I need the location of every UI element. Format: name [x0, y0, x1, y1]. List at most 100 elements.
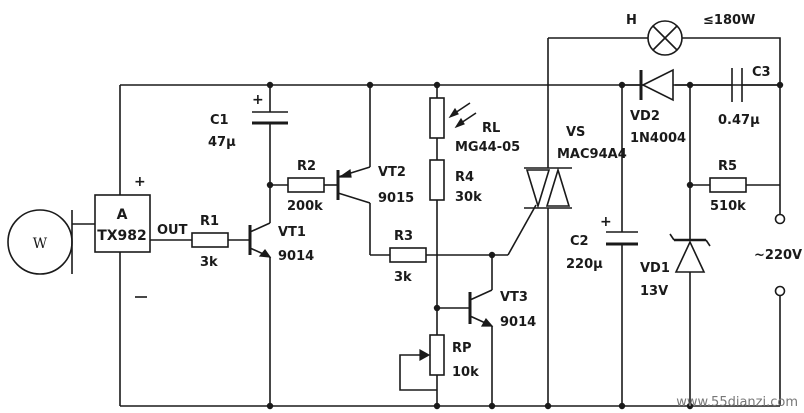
- vd2-value: 1N4004: [630, 131, 686, 146]
- r3-body: [389, 247, 427, 263]
- junction-dot: [488, 402, 496, 410]
- wiring: [72, 37, 781, 407]
- r2-label: R2: [297, 159, 316, 174]
- junction-dot: [433, 304, 441, 312]
- junction-dot: [266, 402, 274, 410]
- vt1-label: VT1: [278, 225, 306, 240]
- lamp-value: ≤180W: [703, 13, 755, 28]
- rp-value: 10k: [452, 365, 479, 380]
- rl-label: RL: [482, 121, 500, 136]
- capacitor-c1: + C1 47µ: [208, 92, 288, 150]
- junction-dot: [686, 81, 694, 89]
- vs-value: MAC94A4: [557, 147, 627, 162]
- junction-dot: [618, 81, 626, 89]
- c1-plus-label: +: [252, 92, 264, 108]
- c3-value: 0.47µ: [718, 113, 760, 128]
- vt1-emitter-arrow: [258, 249, 272, 258]
- photoresistor-rl: RL MG44-05: [429, 97, 520, 155]
- lamp-h: H ≤180W: [626, 13, 755, 56]
- microphone-w: W: [7, 209, 73, 275]
- junction-dot: [544, 402, 552, 410]
- chip-plus-label: +: [134, 174, 146, 190]
- potentiometer-rp: RP 10k: [419, 334, 479, 380]
- vt3-emitter-arrow: [480, 317, 494, 327]
- zener-vd1: VD1 13V: [640, 233, 711, 299]
- transistor-vt3: VT3 9014: [468, 289, 536, 330]
- junction-dot: [618, 402, 626, 410]
- chip-model: TX982: [97, 228, 147, 244]
- r3-value: 3k: [394, 270, 412, 285]
- rl-value: MG44-05: [455, 140, 520, 155]
- transistor-vt2: VT2 9015: [336, 165, 414, 206]
- junction-dot: [686, 402, 694, 410]
- c3-label: C3: [752, 65, 771, 80]
- r5-value: 510k: [710, 199, 746, 214]
- vs-label: VS: [566, 125, 585, 140]
- microphone-label: W: [33, 236, 48, 252]
- vt3-collector-leg: [469, 289, 493, 301]
- vt2-label: VT2: [378, 165, 406, 180]
- triac-triangle-up: [545, 167, 571, 207]
- triac-gate-wire: [507, 204, 537, 256]
- capacitor-c2: + C2 220µ: [566, 214, 638, 272]
- vd1-value: 13V: [640, 284, 668, 299]
- junction-dot: [266, 81, 274, 89]
- lamp-label: H: [626, 13, 637, 28]
- r4-label: R4: [455, 170, 474, 185]
- c1-value: 47µ: [208, 135, 236, 150]
- triac-triangle-down: [525, 169, 551, 209]
- vd1-triangle: [674, 240, 706, 273]
- lamp-cross-2: [652, 25, 678, 51]
- capacitor-c3: C3 0.47µ: [718, 65, 771, 128]
- junction-dot: [266, 181, 274, 189]
- junction-dot: [433, 402, 441, 410]
- vt3-value: 9014: [500, 315, 536, 330]
- r1-label: R1: [200, 214, 219, 229]
- rp-loop-wire: [399, 354, 437, 391]
- rp-body: [429, 334, 445, 376]
- r1-value: 3k: [200, 255, 218, 270]
- vt1-collector-leg: [249, 222, 271, 233]
- vd2-triangle: [641, 68, 674, 102]
- transistor-vt1: VT1 9014: [248, 222, 314, 264]
- vt2-value: 9015: [378, 191, 414, 206]
- c2-value: 220µ: [566, 257, 603, 272]
- junction-dot: [488, 251, 496, 259]
- junctions: [266, 81, 784, 410]
- c2-plus-label: +: [600, 214, 612, 230]
- r1-body: [191, 232, 229, 248]
- r2-body: [287, 177, 325, 193]
- chip-designator: A: [117, 207, 128, 223]
- ac-terminal-bottom: [774, 285, 786, 297]
- vd2-label: VD2: [630, 109, 660, 124]
- r5-label: R5: [718, 159, 737, 174]
- vd1-label: VD1: [640, 261, 670, 276]
- r4-value: 30k: [455, 190, 482, 205]
- rl-light-arrow-1: [448, 107, 459, 119]
- junction-dot: [366, 81, 374, 89]
- vt2-emitter-arrow: [338, 168, 352, 178]
- resistor-r1: R1 3k: [191, 214, 229, 270]
- triac-vs: VS MAC94A4: [524, 125, 627, 218]
- rp-wiper-arrow: [419, 348, 431, 362]
- junction-dot: [776, 81, 784, 89]
- r5-body: [709, 177, 747, 193]
- chip-a: A TX982 + OUT: [94, 174, 188, 298]
- r2-value: 200k: [287, 199, 323, 214]
- diode-vd2: VD2 1N4004: [630, 68, 686, 146]
- vt2-collector-leg: [337, 192, 371, 204]
- lamp-right-wire: [682, 37, 781, 85]
- ac-label: ~220V: [754, 248, 802, 263]
- resistor-r3: R3 3k: [389, 229, 427, 285]
- junction-dot: [433, 81, 441, 89]
- c1-label: C1: [210, 113, 229, 128]
- rl-body: [429, 97, 445, 139]
- vt3-label: VT3: [500, 290, 528, 305]
- resistor-r2: R2 200k: [287, 159, 325, 214]
- watermark-text: www.55dianzi.com: [676, 395, 798, 410]
- junction-dot: [686, 181, 694, 189]
- vt1-value: 9014: [278, 249, 314, 264]
- ac-terminal-top: [774, 213, 786, 225]
- ac-input: ~220V: [754, 213, 802, 297]
